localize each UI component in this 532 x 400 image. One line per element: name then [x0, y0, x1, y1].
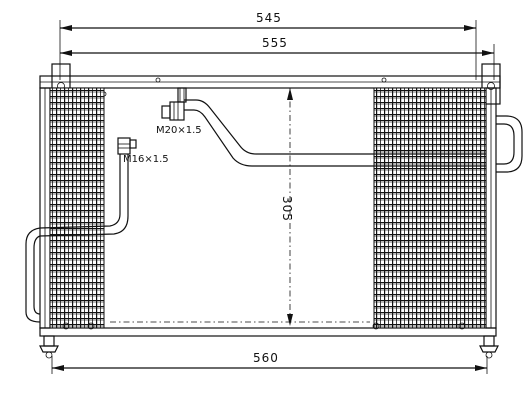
lower-fitting: M16×1.5: [117, 137, 169, 165]
lower-refrigerant-pipe: [39, 154, 129, 237]
dimension-555: 555: [60, 36, 495, 80]
left-mounting-foot: [39, 335, 59, 359]
dimension-560-label: 560: [253, 351, 279, 365]
dimension-560: 560: [51, 351, 488, 374]
dimension-305-label: 305: [280, 196, 294, 222]
upper-refrigerant-pipe: [184, 99, 486, 167]
top-header-rail: [39, 63, 501, 105]
dimension-545-label: 545: [256, 11, 282, 25]
right-mounting-foot: [479, 335, 499, 359]
left-header-tank: [39, 87, 51, 329]
dimension-305: 305: [280, 88, 294, 326]
right-core-fins: [373, 87, 487, 329]
upper-fitting-label: M20×1.5: [156, 125, 202, 136]
dimension-545: 545: [59, 11, 477, 80]
left-core-fins: [49, 87, 105, 329]
right-header-tank: [485, 87, 497, 329]
lower-fitting-label: M16×1.5: [123, 154, 169, 165]
bottom-rail: [39, 321, 497, 337]
dimension-555-label: 555: [262, 36, 288, 50]
right-return-loop: [496, 115, 523, 173]
left-return-loop: [25, 227, 41, 323]
upper-fitting: M20×1.5: [156, 87, 202, 136]
